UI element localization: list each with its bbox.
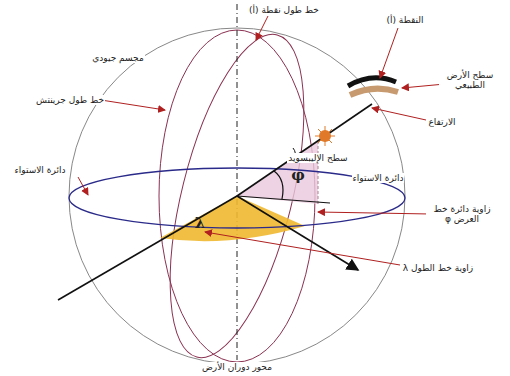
lambda-symbol: λ xyxy=(194,215,207,232)
latitude-angle-label: زاوية دائرة خط العرض φ xyxy=(426,204,498,225)
equator-label: دائرة الاستواء xyxy=(14,165,67,175)
phi-symbol: φ xyxy=(290,167,306,184)
geodetic-body-label: مجسم جيودي xyxy=(91,53,145,63)
meridian-label: خط طول نقطة (أ) xyxy=(248,5,320,15)
axis-label: محور دوران الأرض xyxy=(201,362,273,372)
longitude-angle-label: زاوية خط الطول λ xyxy=(402,263,474,273)
equator-label: دائرة الاستواء xyxy=(352,173,405,183)
ellipsoid-label: سطح الإليبسويد xyxy=(287,153,348,163)
greenwich-label: خط طول جرينتش xyxy=(35,95,105,105)
point-label: النقطة (أ) xyxy=(385,15,424,25)
height-label: الارتفاع xyxy=(427,117,456,127)
surface-label: سطح الأرض الطبيعي xyxy=(439,70,501,91)
